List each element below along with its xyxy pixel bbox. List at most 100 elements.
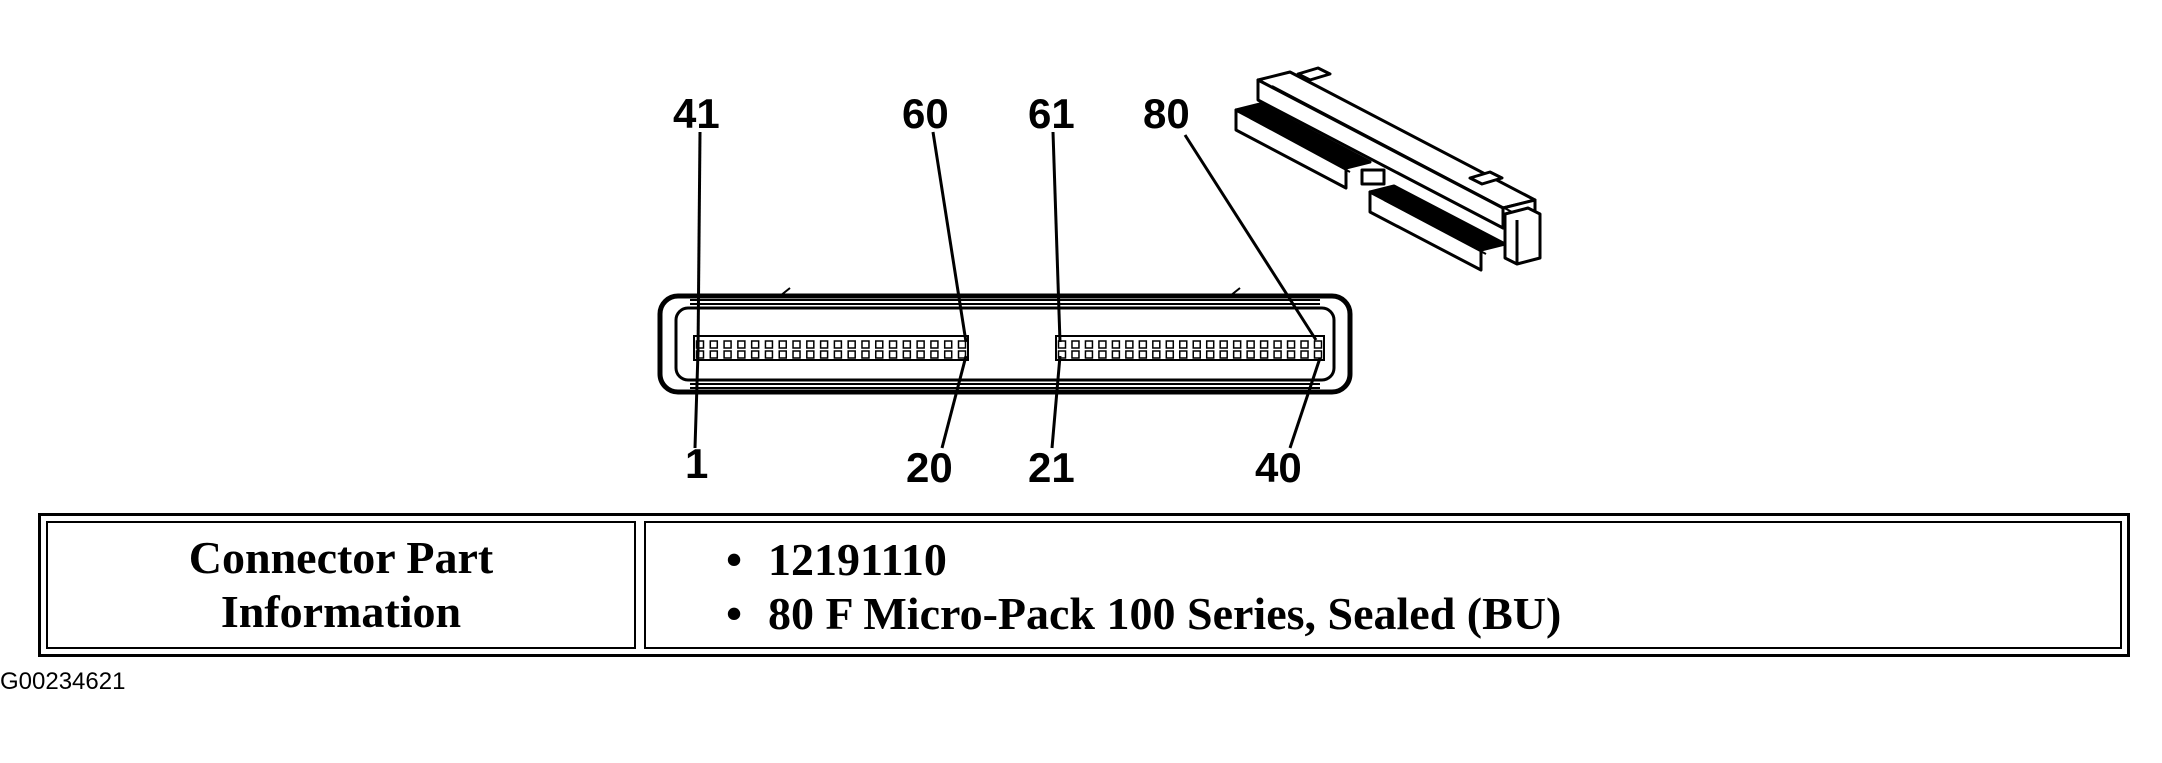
pin-terminal [1111,340,1121,349]
pin-terminal [1152,340,1161,349]
pin-terminal [1098,350,1107,359]
pin-terminal [916,340,925,349]
pin-terminal [847,340,856,349]
connector-info-row: Connector Part Information • 12191110 • … [46,521,2122,649]
pin-terminal [875,350,884,359]
pin-label-41: 41 [673,90,720,137]
pin-terminal [1205,340,1215,349]
pin-terminal [1286,340,1296,349]
pin-terminal [1232,340,1242,349]
figure-id: G00234621 [0,668,126,695]
pin-terminal [1246,350,1255,359]
pin-terminal [1111,350,1121,359]
pin-terminal [1300,340,1309,349]
pin-terminal [930,340,939,349]
pin-terminal [902,350,912,359]
part-number: 12191110 [768,534,947,585]
pin-terminal [1165,350,1175,359]
pin-terminal [1192,340,1201,349]
pin-row-right [1055,335,1325,361]
header-line-1: Connector Part [188,532,494,583]
pin-terminal [1259,340,1269,349]
pin-label-21: 21 [1028,444,1075,491]
pin-terminal [1165,340,1175,349]
pin-terminal [861,350,870,359]
pin-terminal [778,340,787,349]
pin-terminal [1125,350,1134,359]
pin-terminal [1273,340,1282,349]
pin-label-1: 1 [685,440,708,487]
pin-terminal [957,340,967,349]
bullet: • [726,534,743,585]
pin-terminal [806,340,815,349]
pin-terminal [723,350,732,359]
pin-terminal [1057,340,1067,349]
pin-terminal [833,340,843,349]
pin-terminal [1179,340,1188,349]
connector-info-header-cell: Connector Part Information [46,521,636,649]
pin-terminal [1084,350,1094,359]
pin-terminal [902,340,912,349]
pin-terminal [806,350,815,359]
connector-description: 80 F Micro-Pack 100 Series, Sealed (BU) [768,588,1562,639]
pin-terminal [1125,340,1134,349]
pin-terminal [943,350,953,359]
pin-terminal [1259,350,1269,359]
pin-strip [693,335,969,361]
pin-terminal [1179,350,1188,359]
pin-terminal [1246,340,1255,349]
pin-terminal [1071,340,1080,349]
leader-lines [693,131,1322,449]
pin-terminal [1219,350,1228,359]
pin-terminal [819,350,829,359]
pin-terminal [957,350,967,359]
connector-info-values-cell: • 12191110 • 80 F Micro-Pack 100 Series,… [644,521,2122,649]
pin-terminal [723,340,732,349]
pin-terminal [1192,350,1201,359]
pin-terminal [750,340,760,349]
pin-terminal [888,340,898,349]
pin-terminal [709,350,719,359]
pin-terminal [778,350,787,359]
pin-terminal [930,350,939,359]
header-line-2: Information [220,586,462,637]
pin-terminal [1219,340,1228,349]
pin-terminal [1313,350,1323,359]
pin-terminal [888,350,898,359]
pin-terminal [764,340,774,349]
connector-info-header: Connector Part Information [189,531,493,639]
pin-terminal [1300,350,1309,359]
pin-terminal [1138,350,1148,359]
pin-terminal [819,340,829,349]
pin-terminal [1084,340,1094,349]
pin-label-20: 20 [906,444,953,491]
pin-terminal [847,350,856,359]
pin-terminal [764,350,774,359]
pin-terminal [1286,350,1296,359]
pin-terminal [1232,350,1242,359]
pin-label-60: 60 [902,90,949,137]
connector-info-table: Connector Part Information • 12191110 • … [38,513,2130,657]
pin-terminal [833,350,843,359]
bullet: • [726,588,743,639]
pin-terminal [916,350,925,359]
connector-face [657,287,1353,395]
connector-diagram: 41 60 61 80 1 20 21 40 [657,66,1542,491]
pin-terminal [1057,350,1067,359]
pin-terminal [1138,340,1148,349]
pin-terminal [1313,340,1323,349]
list-item: • 80 F Micro-Pack 100 Series, Sealed (BU… [726,587,2120,641]
pin-terminal [1152,350,1161,359]
pin-terminal [792,350,801,359]
pin-label-80: 80 [1143,90,1190,137]
pin-row-left [693,335,969,361]
pin-terminal [750,350,760,359]
pin-terminal [709,340,719,349]
pin-terminal [875,340,884,349]
pin-terminal [943,340,953,349]
pin-label-61: 61 [1028,90,1075,137]
list-item: • 12191110 [726,533,2120,587]
pin-terminal [861,340,870,349]
pin-label-40: 40 [1255,444,1302,491]
pin-terminal [737,350,746,359]
